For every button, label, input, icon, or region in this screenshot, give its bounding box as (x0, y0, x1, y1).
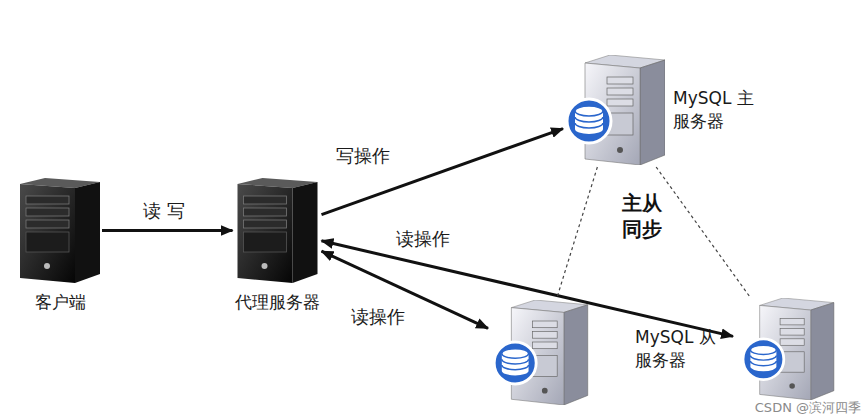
node-label: 客户端 (35, 291, 86, 314)
server-icon (735, 298, 840, 400)
watermark: CSDN @滨河四季 (755, 400, 861, 417)
sync-line (557, 167, 598, 298)
server-icon (235, 178, 320, 283)
server-node: MySQL 主服务器 (565, 55, 765, 165)
server-icon (565, 55, 665, 165)
edge-label: 读 写 (140, 200, 188, 222)
sync-line (656, 167, 749, 296)
server-node: 客户端 (20, 178, 100, 314)
node-label: 代理服务器 (235, 291, 320, 314)
server-node: MySQL 从服务器 (635, 298, 840, 400)
server-icon (490, 300, 590, 405)
edge-label: 写操作 (333, 145, 393, 167)
edge-label: 读操作 (393, 228, 453, 250)
server-node (490, 300, 590, 405)
node-label: MySQL 从服务器 (635, 326, 727, 372)
server-node: 代理服务器 (235, 178, 320, 314)
sync-label: 主从同步 (622, 190, 662, 242)
request-arrow (322, 251, 489, 328)
node-label: MySQL 主服务器 (673, 87, 765, 133)
request-arrow (322, 129, 564, 215)
edge-label: 读操作 (348, 306, 408, 328)
request-arrow (102, 229, 233, 232)
server-icon (20, 178, 100, 283)
